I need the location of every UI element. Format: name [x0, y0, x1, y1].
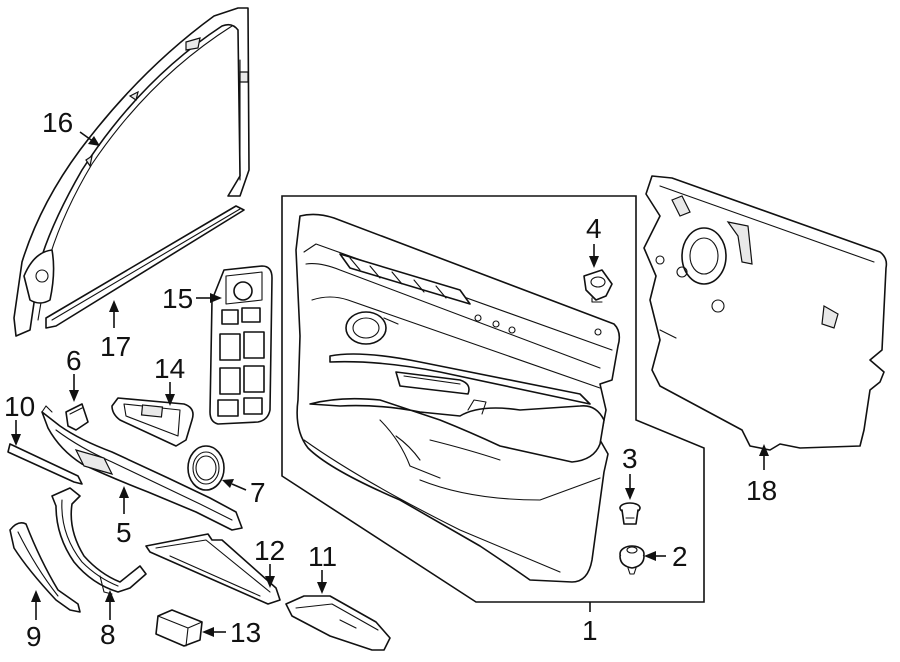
callout-10: 10 — [4, 391, 35, 422]
part-4-clip — [583, 269, 613, 303]
leaders — [11, 131, 769, 637]
part-6-clip — [65, 403, 89, 431]
callout-2: 2 — [672, 541, 688, 572]
part-18-water-shield — [643, 175, 888, 451]
callout-4: 4 — [586, 213, 602, 244]
callout-18: 18 — [746, 475, 777, 506]
part-13-block — [155, 609, 203, 647]
part-17-belt-strip — [45, 205, 245, 329]
callout-6: 6 — [66, 345, 82, 376]
part-2-retainer — [619, 545, 645, 575]
part-15-window-switch — [209, 265, 273, 425]
callout-3: 3 — [622, 443, 638, 474]
part-7-speaker-grille — [187, 445, 225, 491]
callout-16: 16 — [42, 107, 73, 138]
part-1-frame — [281, 195, 705, 603]
part-12-lower-trim — [145, 533, 281, 605]
part-16-pillar-trim — [13, 7, 250, 337]
callout-7: 7 — [250, 477, 266, 508]
part-11-bin-trim — [285, 595, 391, 651]
callout-labels: 16 17 15 14 6 10 5 7 9 8 13 12 11 1 4 3 … — [4, 107, 777, 652]
callout-17: 17 — [100, 331, 131, 362]
callout-15: 15 — [162, 283, 193, 314]
callout-12: 12 — [254, 535, 285, 566]
part-1-door-panel — [295, 213, 621, 583]
callout-5: 5 — [116, 517, 132, 548]
callout-11: 11 — [308, 541, 337, 572]
callout-9: 9 — [26, 621, 42, 652]
callout-14: 14 — [154, 353, 185, 384]
part-5-armrest-trim — [41, 405, 243, 531]
part-8-pull-handle — [51, 487, 147, 595]
part-3-push-pin — [619, 502, 641, 525]
part-14-switch-bezel — [111, 397, 194, 447]
callout-1: 1 — [582, 615, 598, 646]
callout-13: 13 — [230, 617, 261, 648]
callout-8: 8 — [100, 619, 116, 650]
part-9-handle-cover — [9, 522, 81, 613]
part-10-trim-strip — [7, 443, 83, 485]
